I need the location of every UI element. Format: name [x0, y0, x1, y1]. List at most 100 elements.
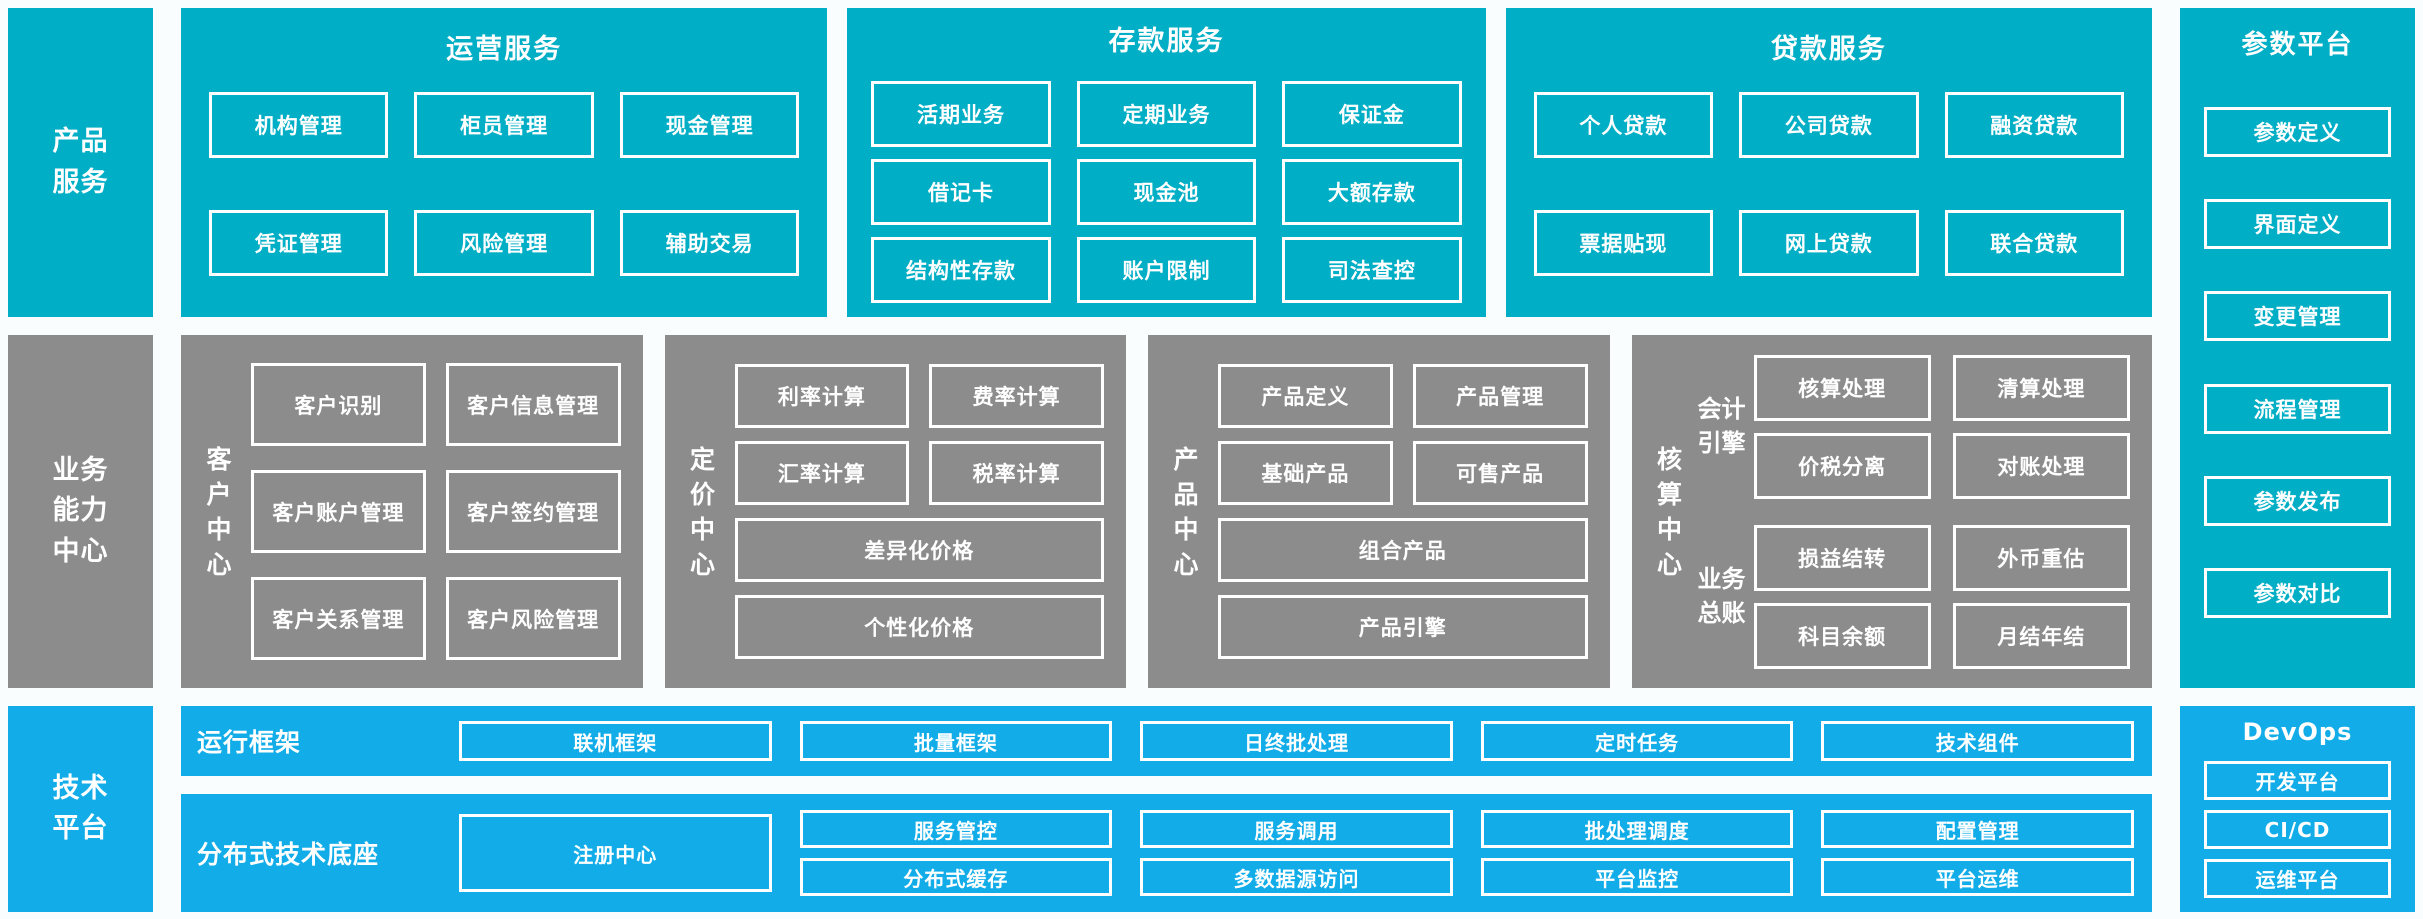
rail-business-capability-center: 业务 能力 中心	[8, 335, 153, 688]
diagram-box: 现金池	[1076, 159, 1257, 225]
diagram-box: 活期业务	[871, 81, 1051, 147]
diagram-box: 变更管理	[2204, 291, 2391, 342]
diagram-box: 平台监控	[1480, 858, 1794, 896]
diagram-box: 清算处理	[1952, 354, 2130, 421]
diagram-box: 参数发布	[2204, 475, 2391, 526]
section-vertical-label: 产品中心	[1173, 444, 1199, 579]
section-box-grid: 机构管理 柜员管理 现金管理 凭证管理 风险管理 辅助交易	[209, 92, 800, 276]
diagram-box: 多数据源访问	[1140, 858, 1453, 896]
section-product-center: 产品中心 产品定义 产品管理 基础产品 可售产品 组合产品 产品引擎	[1148, 335, 1610, 688]
box-stack: 批处理调度 平台监控	[1480, 810, 1794, 896]
diagram-box: 技术组件	[1821, 721, 2134, 761]
box-stack: 配置管理 平台运维	[1821, 810, 2134, 896]
section-box-grid: 核算处理 清算处理 价税分离 对账处理	[1753, 354, 2130, 499]
diagram-box: 外币重估	[1952, 524, 2130, 591]
rail-tech-platform-label: 技术 平台	[52, 772, 109, 845]
diagram-box: 机构管理	[209, 92, 389, 158]
rail-business-capability-label: 业务 能力 中心	[52, 454, 109, 567]
section-vertical-label: 核算中心	[1656, 444, 1682, 579]
diagram-box: 对账处理	[1952, 432, 2130, 499]
rail-tech-platform: 技术 平台	[8, 706, 153, 912]
diagram-box: 开发平台	[2204, 761, 2391, 800]
diagram-box: 产品引擎	[1218, 595, 1588, 659]
accounting-engine-group: 会计引擎 核算处理 清算处理 价税分离 对账处理	[1697, 354, 2130, 499]
diagram-box: 网上贷款	[1739, 210, 1919, 276]
diagram-box: 批处理调度	[1480, 810, 1794, 848]
diagram-box: CI/CD	[2204, 810, 2391, 849]
diagram-box: 注册中心	[459, 814, 772, 892]
diagram-box: 融资贷款	[1944, 92, 2124, 158]
diagram-box: 柜员管理	[414, 92, 594, 158]
rail-product-services-label: 产品 服务	[52, 126, 109, 198]
diagram-box: 组合产品	[1218, 518, 1588, 582]
diagram-box: 批量框架	[799, 721, 1113, 761]
diagram-box: 保证金	[1282, 81, 1462, 147]
section-accounting-center: 核算中心 会计引擎 核算处理 清算处理 价税分离 对账处理 业务总账 损益结转 …	[1631, 335, 2152, 688]
diagram-box: 汇率计算	[734, 441, 910, 505]
section-box-list: 参数定义 界面定义 变更管理 流程管理 参数发布 参数对比	[2204, 65, 2391, 660]
diagram-box: 利率计算	[734, 364, 910, 428]
diagram-box: 账户限制	[1076, 237, 1257, 303]
section-title: DevOps	[2242, 718, 2353, 746]
tech-platform-row: 运行框架 联机框架 批量框架 日终批处理 定时任务 技术组件 分布式技术底座 注…	[181, 706, 2152, 912]
diagram-box: 损益结转	[1753, 524, 1931, 591]
section-box-grid: 个人贷款 公司贷款 融资贷款 票据贴现 网上贷款 联合贷款	[1533, 92, 2124, 276]
diagram-box: 科目余额	[1753, 602, 1931, 669]
bar-label: 运行框架	[197, 728, 302, 757]
diagram-box: 服务管控	[799, 810, 1113, 848]
section-box-grid: 活期业务 定期业务 保证金 借记卡 现金池 大额存款 结构性存款 账户限制 司法…	[871, 81, 1462, 303]
diagram-box: 运维平台	[2204, 859, 2391, 898]
diagram-box: 参数定义	[2204, 107, 2391, 158]
diagram-box: 定时任务	[1480, 721, 1794, 761]
diagram-box: 风险管理	[414, 210, 594, 276]
box-stack: 服务管控 分布式缓存	[799, 810, 1113, 896]
section-deposit-services: 存款服务 活期业务 定期业务 保证金 借记卡 现金池 大额存款 结构性存款 账户…	[847, 8, 1486, 317]
diagram-box: 定期业务	[1076, 81, 1257, 147]
section-title: 贷款服务	[1770, 34, 1887, 65]
section-vertical-label: 定价中心	[689, 444, 715, 579]
section-runtime-framework: 运行框架 联机框架 批量框架 日终批处理 定时任务 技术组件	[181, 706, 2152, 776]
diagram-box: 个人贷款	[1533, 92, 1714, 158]
diagram-box: 公司贷款	[1739, 92, 1919, 158]
diagram-box: 流程管理	[2204, 383, 2391, 434]
diagram-box: 核算处理	[1753, 354, 1931, 421]
diagram-box: 现金管理	[619, 92, 800, 158]
diagram-box: 差异化价格	[734, 518, 1104, 582]
diagram-box: 参数对比	[2204, 567, 2391, 618]
diagram-box: 日终批处理	[1140, 721, 1453, 761]
diagram-box: 价税分离	[1753, 432, 1931, 499]
diagram-box: 产品管理	[1412, 364, 1588, 428]
section-pricing-center: 定价中心 利率计算 费率计算 汇率计算 税率计算 差异化价格 个性化价格	[664, 335, 1126, 688]
diagram-box: 月结年结	[1952, 602, 2130, 669]
diagram-box: 客户识别	[251, 363, 426, 446]
section-distributed-tech-base: 分布式技术底座 注册中心 服务管控 分布式缓存 服务调用 多数据源访问 批处理调…	[181, 794, 2152, 912]
section-box-grid: 客户识别 客户信息管理 客户账户管理 客户签约管理 客户关系管理 客户风险管理	[251, 335, 621, 688]
diagram-box: 司法查控	[1282, 237, 1462, 303]
accounting-groups: 会计引擎 核算处理 清算处理 价税分离 对账处理 业务总账 损益结转 外币重估 …	[1697, 335, 2130, 688]
diagram-box: 平台运维	[1821, 858, 2134, 896]
diagram-box: 费率计算	[929, 364, 1104, 428]
product-services-row: 运营服务 机构管理 柜员管理 现金管理 凭证管理 风险管理 辅助交易 存款服务 …	[181, 8, 2152, 317]
diagram-box: 分布式缓存	[799, 858, 1113, 896]
diagram-box: 辅助交易	[619, 210, 800, 276]
diagram-box: 结构性存款	[871, 237, 1051, 303]
diagram-box: 大额存款	[1282, 159, 1462, 225]
diagram-box: 服务调用	[1140, 810, 1453, 848]
diagram-box: 界面定义	[2204, 199, 2391, 250]
diagram-box: 客户风险管理	[445, 577, 621, 660]
section-title: 参数平台	[2241, 30, 2354, 60]
group-vertical-label: 会计引擎	[1697, 394, 1746, 457]
section-parameter-platform: 参数平台 参数定义 界面定义 变更管理 流程管理 参数发布 参数对比	[2180, 8, 2415, 688]
section-devops: DevOps 开发平台 CI/CD 运维平台	[2180, 706, 2415, 912]
section-operations-services: 运营服务 机构管理 柜员管理 现金管理 凭证管理 风险管理 辅助交易	[181, 8, 828, 317]
section-box-grid: 利率计算 费率计算 汇率计算 税率计算 差异化价格 个性化价格	[734, 335, 1104, 688]
diagram-box: 凭证管理	[209, 210, 389, 276]
diagram-box: 联合贷款	[1944, 210, 2124, 276]
group-vertical-label: 业务总账	[1697, 564, 1746, 627]
diagram-box: 个性化价格	[734, 595, 1104, 659]
section-customer-center: 客户中心 客户识别 客户信息管理 客户账户管理 客户签约管理 客户关系管理 客户…	[181, 335, 643, 688]
diagram-box: 客户签约管理	[445, 470, 621, 553]
diagram-box: 可售产品	[1412, 441, 1588, 505]
diagram-box: 税率计算	[929, 441, 1104, 505]
